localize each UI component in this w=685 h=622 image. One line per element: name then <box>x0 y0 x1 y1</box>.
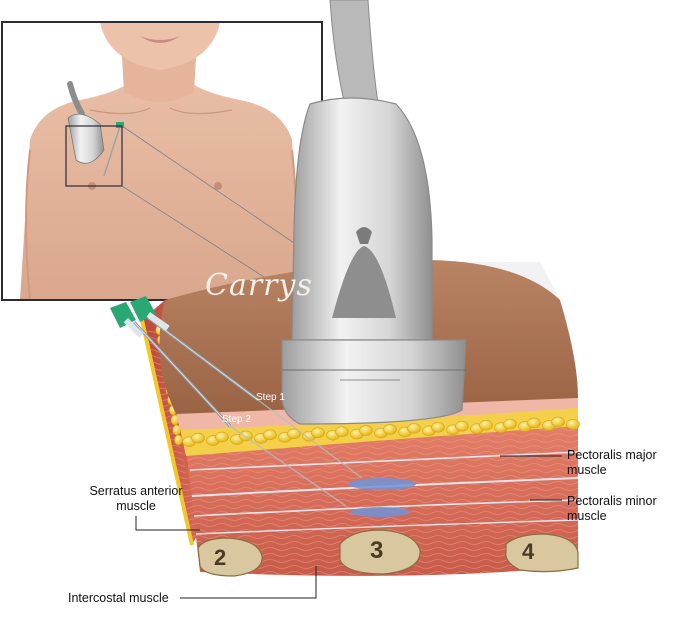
child-torso <box>20 80 300 300</box>
rib-2-number: 2 <box>214 545 227 570</box>
fat-globules <box>182 416 580 447</box>
inset-zoom-box <box>65 125 123 187</box>
probe-marker <box>356 227 372 244</box>
child-face <box>100 22 220 70</box>
rib-2 <box>197 537 263 577</box>
label-pectoralis-minor-line1: Pectoralis minor <box>567 494 657 508</box>
side-fat-globule <box>174 434 183 446</box>
tissue-block <box>140 260 580 577</box>
fat-globule <box>503 418 517 430</box>
fat-globule <box>335 426 349 437</box>
label-intercostal-muscle: Intercostal muscle <box>68 591 169 605</box>
inset-panel <box>1 21 323 301</box>
fat-globule <box>287 428 301 440</box>
fat-globule <box>551 416 565 428</box>
step-2-label: Step 2 <box>222 414 251 425</box>
fat-globule <box>431 421 445 433</box>
fascia-line-3 <box>193 499 579 517</box>
fat-globule <box>566 419 580 430</box>
side-fat-globule <box>172 424 181 436</box>
rib-4 <box>505 533 579 573</box>
probe-cable <box>329 0 379 111</box>
probe-body <box>291 97 433 341</box>
fat-globule <box>215 431 229 443</box>
injectate-step2 <box>350 507 410 517</box>
rib-3 <box>339 529 421 575</box>
label-serratus-anterior: Serratus anterior muscle <box>70 484 202 514</box>
leader-intercostal <box>180 566 317 599</box>
label-serratus-line1: Serratus anterior <box>89 484 183 498</box>
fat-globule <box>479 419 493 431</box>
probe-head <box>281 339 467 425</box>
artist-signature: Carrys <box>205 268 313 303</box>
fascia-line-4 <box>195 519 579 535</box>
label-pectoralis-major-line2: muscle <box>567 463 607 477</box>
label-serratus-line2: muscle <box>116 499 156 513</box>
fat-globule <box>359 425 373 436</box>
label-pectoralis-major: Pectoralis major muscle <box>567 448 657 478</box>
zoom-line-top <box>121 125 323 263</box>
fat-globule <box>191 432 205 444</box>
fat-globule <box>527 417 541 429</box>
label-pectoralis-major-line1: Pectoralis major <box>567 448 657 462</box>
needle-hub-2 <box>110 302 144 338</box>
ultrasound-probe-icon <box>281 0 467 425</box>
step-1-label: Step 1 <box>256 392 285 403</box>
nipple-right <box>214 182 222 190</box>
leader-serratus <box>135 516 200 531</box>
fat-globule <box>383 424 397 435</box>
fat-globule <box>263 429 277 441</box>
probe-grip-recess <box>332 246 396 318</box>
fat-globule <box>311 427 325 439</box>
fat-globule <box>455 420 469 432</box>
needle-hub-1 <box>130 296 170 331</box>
child-lips <box>140 36 180 43</box>
rib-3-number: 3 <box>370 537 384 564</box>
label-pectoralis-minor: Pectoralis minor muscle <box>567 494 657 524</box>
rib-4-number: 4 <box>522 539 535 564</box>
fascia-line-1 <box>189 451 579 471</box>
fat-globule <box>407 423 421 434</box>
injectate-step1 <box>348 478 416 490</box>
needle-icon <box>110 296 363 507</box>
ribs <box>197 529 579 577</box>
label-pectoralis-minor-line2: muscle <box>567 509 607 523</box>
